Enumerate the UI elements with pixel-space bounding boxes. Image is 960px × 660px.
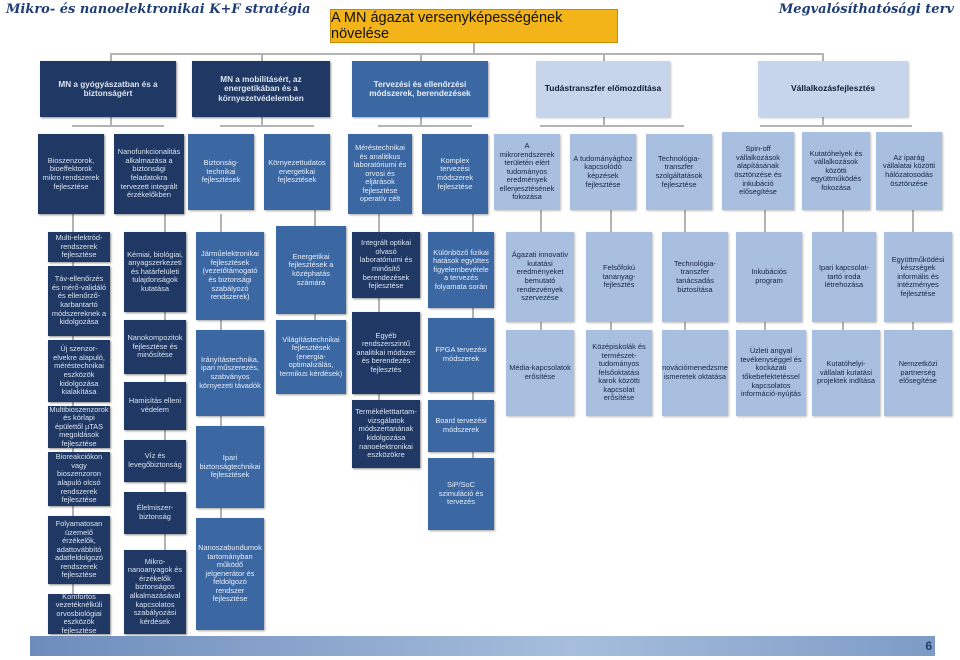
- connector: [378, 125, 472, 127]
- group-node: A tudományághoz kapcsolódó képzések fejl…: [570, 134, 636, 210]
- item-node: Nemzetközi partnerség elősegítése: [884, 330, 952, 416]
- group-node: Technológia-transzfer szolgáltatások fej…: [646, 134, 712, 210]
- group-node: Környezettudatos energetikai fejlesztése…: [264, 134, 330, 210]
- group-node: Kutatóhelyek és vállalkozások közötti eg…: [802, 132, 870, 210]
- item-node: Kutatóhelyi-vállalati kutatási projektek…: [812, 330, 880, 416]
- document-subtitle: Megvalósíthatósági terv: [778, 2, 954, 17]
- item-node: Ipari biztonságtechnikai fejlesztések: [196, 426, 264, 508]
- item-node: Termékéletttartam-vizsgálatok módszertan…: [352, 400, 420, 468]
- group-node: Biztonság-technikai fejlesztések: [188, 134, 254, 210]
- connector: [420, 117, 422, 126]
- connector: [72, 125, 164, 127]
- page-number: 6: [925, 639, 932, 653]
- item-node: Középiskolák és természet-tudományos fel…: [586, 330, 652, 416]
- item-node: Technológia-transzfer tanácsadás biztosí…: [662, 232, 728, 322]
- connector: [760, 125, 912, 127]
- item-node: Együttműködési készségek informális és i…: [884, 232, 952, 322]
- category-node: Tervezési és ellenőrzési módszerek, bere…: [352, 61, 488, 117]
- item-node: Multibioszenzorok és kórlapi épülettől µ…: [48, 406, 110, 448]
- connector: [261, 117, 263, 126]
- category-node: MN a mobilitásért, az energetikában és a…: [192, 61, 330, 117]
- item-node: Nanoszabundumok tartományban működő jelg…: [196, 518, 264, 630]
- item-node: Különböző fizikai hatások együttes figye…: [428, 232, 494, 308]
- item-node: Innovációmenedzsment ismeretek oktatása: [662, 330, 728, 416]
- connector: [220, 125, 314, 127]
- item-node: Felsőfokú tananyag-fejlesztés: [586, 232, 652, 322]
- document-title: Mikro- és nanoelektronikai K+F stratégia: [6, 2, 311, 17]
- item-node: Mikro-nanoanyagok és érzékelők biztonság…: [124, 550, 186, 634]
- item-node: Élelmiszer-biztonság: [124, 492, 186, 534]
- connector: [420, 53, 422, 61]
- connector: [603, 53, 605, 61]
- connector-main: [110, 53, 822, 55]
- header-bar: Mikro- és nanoelektronikai K+F stratégia…: [0, 0, 960, 22]
- footer-bar: [30, 636, 935, 656]
- category-node: Vállalkozásfejlesztés: [758, 61, 908, 117]
- item-node: Hamisítás elleni védelem: [124, 382, 186, 430]
- item-node: FPGA tervezési módszerek: [428, 318, 494, 392]
- root-node: A MN ágazat versenyképességének növelése: [330, 9, 618, 43]
- group-node: Méréstechnikai és analitikus laboratóriu…: [348, 134, 412, 214]
- item-node: Bioreakciókon vagy bioszenzoron alapuló …: [48, 452, 110, 506]
- group-node: Bioszenzorok, bioeffektorok mikro rendsz…: [38, 134, 104, 214]
- item-node: Kémiai, biológiai, anyagszerkezeti és ha…: [124, 232, 186, 312]
- item-node: Folyamatosan üzemelő érzékelők, adattová…: [48, 516, 110, 584]
- connector: [603, 117, 605, 126]
- group-node: Nanofunkcionalitás alkalmazása a biztons…: [114, 134, 184, 214]
- item-node: Ágazati innovatív kutatási eredményeket …: [506, 232, 574, 322]
- group-node: A mikrorendszerek területén elért tudomá…: [494, 134, 560, 210]
- item-node: Komfortos vezetéknélküli orvosbiológiai …: [48, 594, 110, 634]
- connector: [220, 214, 222, 629]
- item-node: Világítástechnikai fejlesztések (energia…: [276, 320, 346, 394]
- connector: [540, 125, 684, 127]
- item-node: Board tervezési módszerek: [428, 400, 494, 452]
- item-node: Inkubációs program: [736, 232, 802, 322]
- group-node: Komplex tervezési módszerek fejlesztése: [422, 134, 488, 214]
- connector: [110, 53, 112, 61]
- connector: [822, 117, 824, 126]
- item-node: Víz és levegőbiztonság: [124, 440, 186, 482]
- item-node: Üzleti angyal tevékenységgel és kockázat…: [736, 330, 806, 416]
- item-node: Integrált optikai olvasó laboratóriumi é…: [352, 232, 420, 298]
- item-node: Ipari kapcsolat-tartó iroda létrehozása: [812, 232, 876, 322]
- group-node: Az iparág vállalatai közötti hálózatosod…: [876, 132, 942, 210]
- connector-root: [473, 43, 475, 54]
- item-node: SiP/SoC szimuláció és tervezés: [428, 458, 494, 530]
- item-node: Egyéb rendszerszintű analitikai módszer …: [352, 312, 420, 394]
- item-node: Irányítástechnika, ipari műszerezés, sza…: [196, 330, 264, 416]
- category-node: Tudástranszfer előmozdítása: [536, 61, 670, 117]
- connector: [110, 117, 112, 126]
- item-node: Járműelektronikai fejlesztések (vezetőtá…: [196, 232, 264, 320]
- item-node: Energetikai fejlesztések a középhatás sz…: [276, 226, 346, 314]
- category-node: MN a gyógyászatban és a biztonságért: [40, 61, 176, 117]
- item-node: Multi-elektród-rendszerek fejlesztése: [48, 232, 110, 262]
- item-node: Táv-ellenőrzés és mérő-validáló és ellen…: [48, 266, 110, 336]
- connector: [261, 53, 263, 61]
- group-node: Spin-off vállalkozások alapításának öszt…: [722, 132, 794, 210]
- item-node: Média-kapcsolatok erősítése: [506, 330, 574, 416]
- item-node: Nanokompozitok fejlesztése és minősítése: [124, 320, 186, 374]
- item-node: Új szenzor-elvekre alapuló, méréstechnik…: [48, 340, 110, 402]
- connector: [822, 53, 824, 61]
